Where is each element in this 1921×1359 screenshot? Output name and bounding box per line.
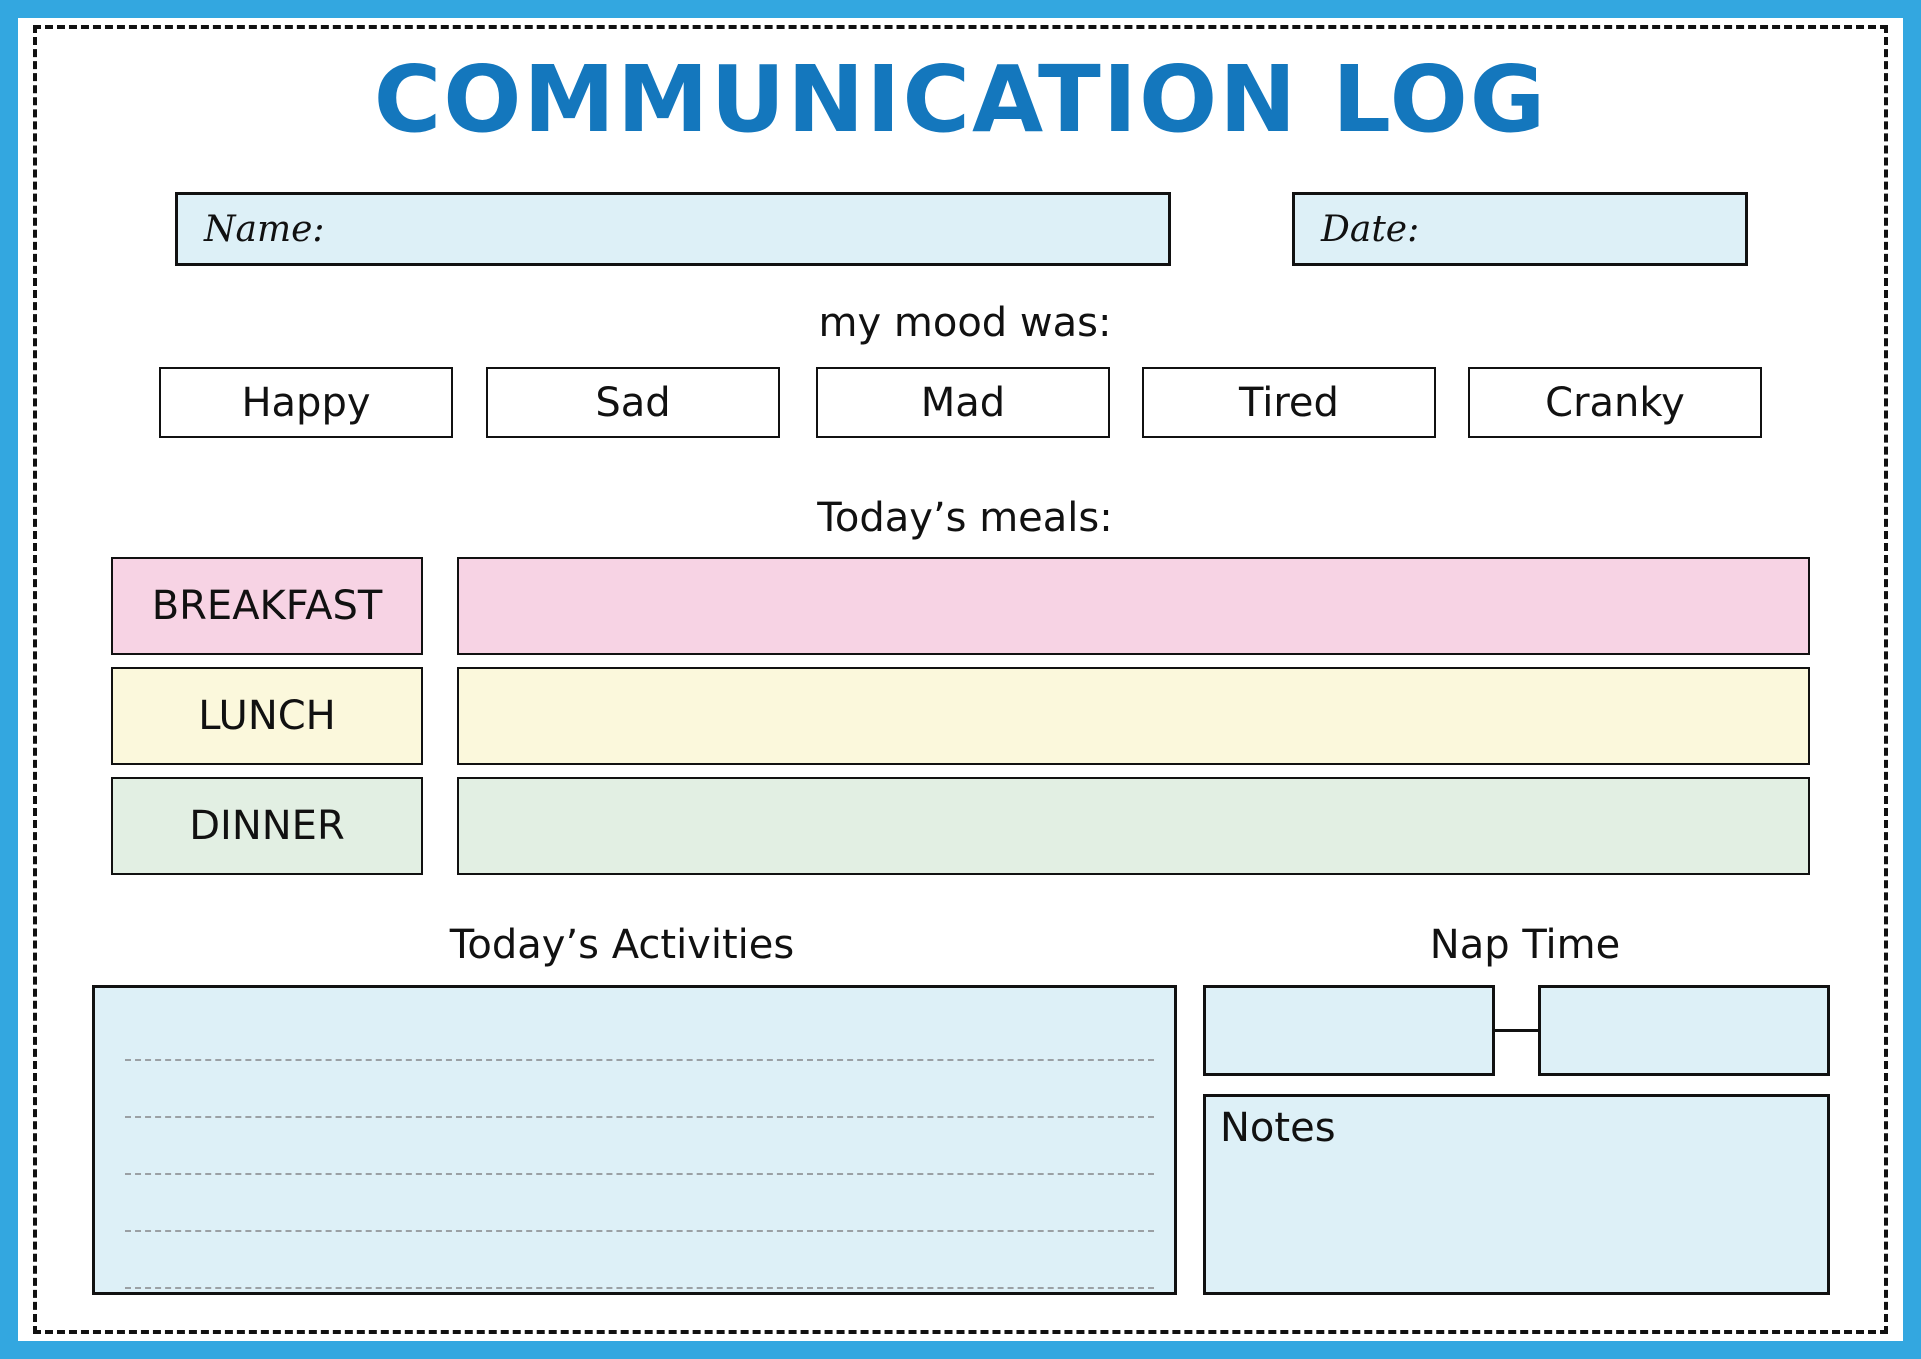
notes-box[interactable]: Notes [1203,1094,1830,1295]
breakfast-entry[interactable] [457,557,1810,655]
lunch-label: LUNCH [111,667,423,765]
nap-heading: Nap Time [1429,922,1621,968]
mood-option-happy[interactable]: Happy [159,367,453,438]
lunch-entry[interactable] [457,667,1810,765]
activities-box[interactable] [92,985,1177,1295]
activities-heading: Today’s Activities [449,922,795,968]
dinner-label: DINNER [111,777,423,875]
nap-end-field[interactable] [1538,985,1830,1076]
date-label: Date: [1321,208,1420,250]
writing-line [125,1230,1154,1232]
name-field[interactable]: Name: [175,192,1171,266]
meals-heading: Today’s meals: [817,495,1113,541]
notes-label: Notes [1220,1105,1336,1151]
nap-start-field[interactable] [1203,985,1495,1076]
mood-heading: my mood was: [818,300,1112,346]
writing-line [125,1116,1154,1118]
breakfast-label: BREAKFAST [111,557,423,655]
date-field[interactable]: Date: [1292,192,1748,266]
writing-line [125,1059,1154,1061]
dinner-entry[interactable] [457,777,1810,875]
nap-connector [1495,1029,1540,1032]
mood-option-cranky[interactable]: Cranky [1468,367,1762,438]
mood-option-tired[interactable]: Tired [1142,367,1436,438]
dashed-cut-border [33,25,1888,1334]
mood-option-sad[interactable]: Sad [486,367,780,438]
name-label: Name: [204,208,325,250]
writing-line [125,1287,1154,1289]
writing-line [125,1173,1154,1175]
mood-option-mad[interactable]: Mad [816,367,1110,438]
page-title: COMMUNICATION LOG [373,46,1548,153]
